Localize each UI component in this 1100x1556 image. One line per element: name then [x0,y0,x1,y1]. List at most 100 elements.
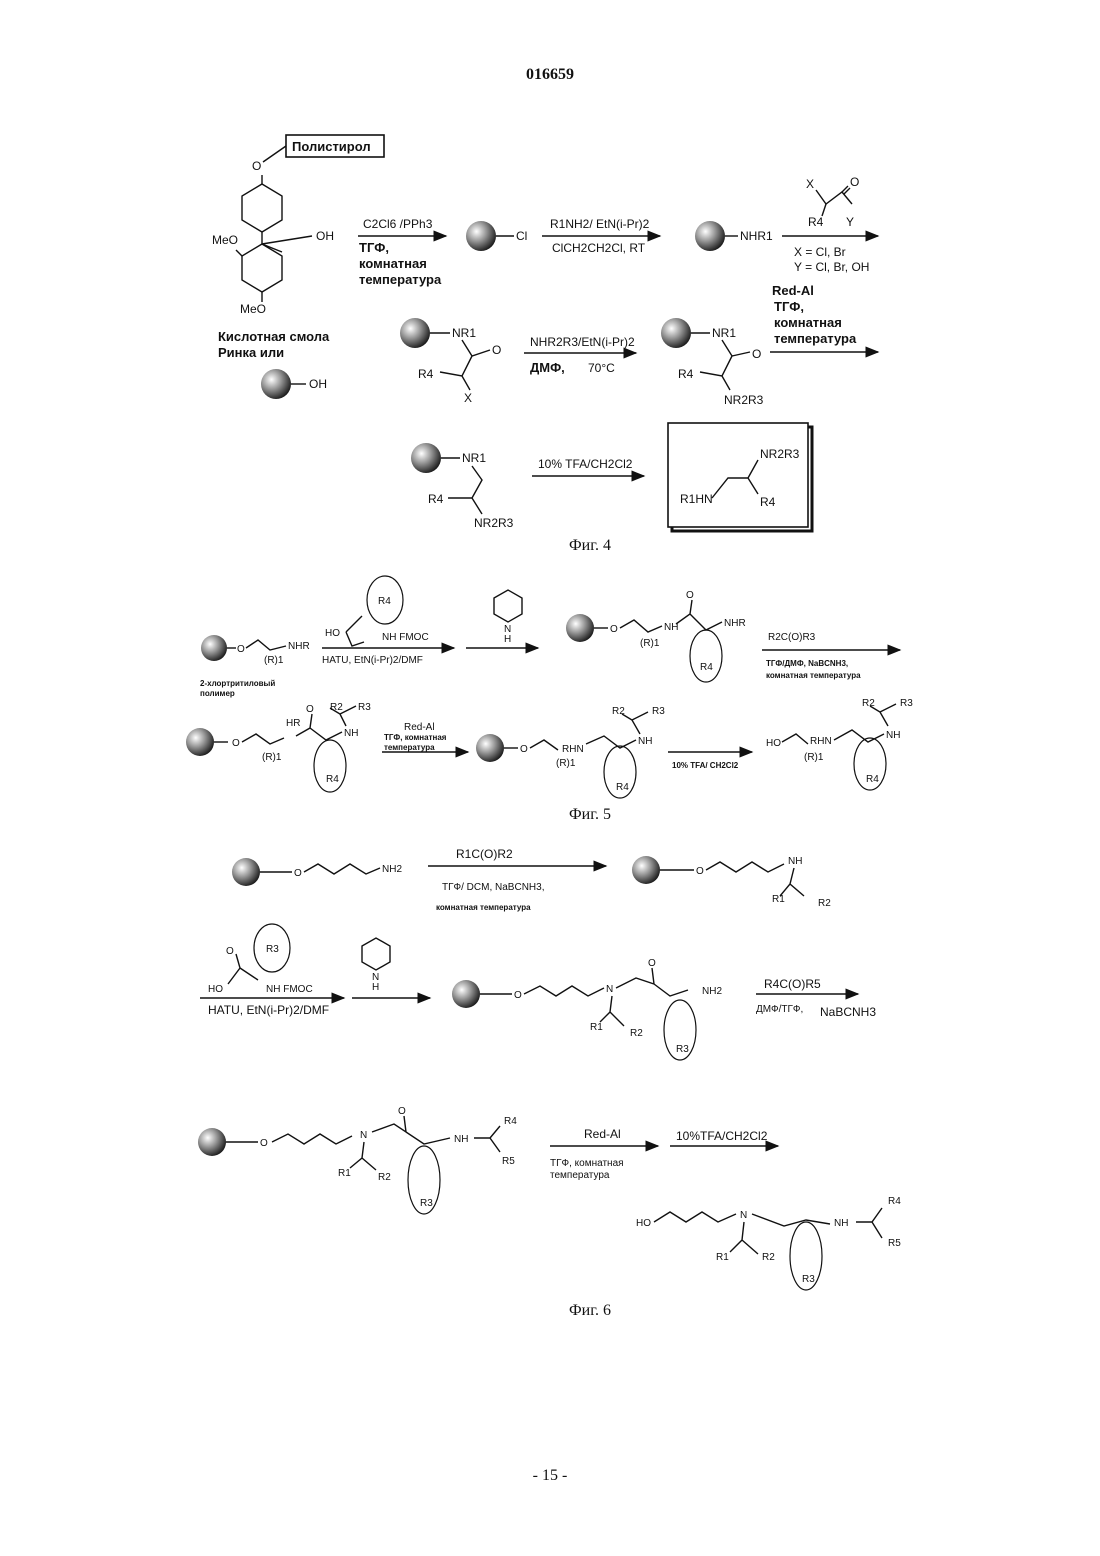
condition-label: комнатная температура [766,671,861,680]
atom-label: O [294,868,302,879]
atom-label: R2 [762,1252,775,1263]
condition-label: температура [384,743,435,752]
atom-label: NH [788,856,802,867]
reagent-label: Red-Al [772,283,814,298]
definition-label: X = Cl, Br [794,245,846,259]
dimethoxy-ring [242,244,282,292]
atom-label: NR1 [712,326,736,340]
figure-5: O NHR (R)1 2-хлортритиловый полимер R4 H… [186,576,913,798]
atom-label: R4 [866,774,879,785]
bond [272,1134,352,1144]
bond [296,714,342,740]
atom-label: NH [886,730,900,741]
resin-bead [411,443,441,473]
atom-label: R3 [652,706,665,717]
reagent-label: C2Cl6 /PPh3 [363,217,433,231]
resin-bead [476,734,504,762]
atom-label: R1 [772,894,785,905]
bond [620,620,662,632]
atom-label: HO [325,628,340,639]
condition-label: температура [550,1170,610,1181]
condition-label: ТГФ, комнатная [384,733,447,742]
atom-label: O [610,624,618,635]
resin-bead [232,858,260,886]
condition-label: ClCH2CH2Cl, RT [552,241,646,255]
fmoc-label: NH FMOC [382,632,429,643]
atom-label: NR1 [462,451,486,465]
atom-label: R2 [630,1028,643,1039]
atom-label: R4 [678,367,694,381]
bond [474,1126,500,1152]
resin-bead [566,614,594,642]
atom-label: N [360,1130,367,1141]
atom-label: O [514,990,522,1001]
atom-label: R2 [612,706,625,717]
reagent-label: HATU, EtN(i-Pr)2/DMF [208,1003,329,1017]
atom-label: R2 [818,898,831,909]
atom-label: NH2 [702,986,722,997]
atom-label: R1 [590,1022,603,1033]
resin-bead [400,318,430,348]
atom-label: R4 [760,495,776,509]
methoxy-label: MeO [212,233,238,247]
figure-6: O NH2 R1C(O)R2 ТГФ/ DCM, NaBCNH3, комнат… [198,847,901,1290]
figure-4: Полистирол O OH MeO MeO Кислотная смола … [212,135,878,531]
reagent-label: R1C(O)R2 [456,847,513,861]
atom-label: R4 [700,662,713,673]
reagent-label: Red-Al [404,722,435,733]
reagent-label: NHR2R3/EtN(i-Pr)2 [530,335,635,349]
atom-label: O [686,590,694,601]
atom-label: R2 [862,698,875,709]
atom-label: HO [208,984,223,995]
bond [586,736,636,748]
atom-label: NHR [724,618,746,629]
atom-label: R3 [676,1044,689,1055]
reagent-label: R4C(O)R5 [764,977,821,991]
condition-label: ТГФ, комнатная [550,1158,624,1169]
bond [752,1214,830,1226]
bond [856,1208,882,1238]
condition-label: комнатная [774,315,842,330]
hydroxyl-label: OH [316,229,334,243]
bond [440,340,490,390]
atom-label: NR2R3 [760,447,800,461]
definition-label: Y = Cl, Br, OH [794,260,869,274]
resin-bead [466,221,496,251]
ring-substituent [690,630,722,682]
bond [242,734,284,744]
bond [782,734,808,744]
atom-label: R3 [358,702,371,713]
piperidine-ring [494,590,522,622]
atom-label: NH [344,728,358,739]
solvent-label: ДМФ, [530,360,565,375]
atom-label: R3 [900,698,913,709]
resin-name: Кислотная смола [218,329,330,344]
atom-label: X [464,391,472,405]
bond [262,236,312,244]
atom-label: R4 [616,782,629,793]
resin-name: Ринка или [218,345,284,360]
fmoc-label: NH FMOC [266,984,313,995]
oxygen-label: O [252,159,261,173]
atom-label: R4 [378,596,391,607]
page-number: - 15 - [0,1467,1100,1485]
atom-label: H [372,982,379,993]
resin-bead [201,635,227,661]
atom-label: HO [766,738,781,749]
resin-name: полимер [200,689,235,698]
bond [304,864,380,874]
bond [600,996,624,1026]
atom-label: R3 [802,1274,815,1285]
atom-label: O [752,347,761,361]
atom-label: NH [454,1134,468,1145]
atom-label: O [306,704,314,715]
atom-label: O [850,175,859,189]
atom-label: HR [286,718,300,729]
condition-label: температура [774,331,857,346]
atom-label: NH [638,736,652,747]
bond [246,640,286,650]
bond [350,1142,376,1170]
atom-label: NH [834,1218,848,1229]
bond [622,712,648,734]
